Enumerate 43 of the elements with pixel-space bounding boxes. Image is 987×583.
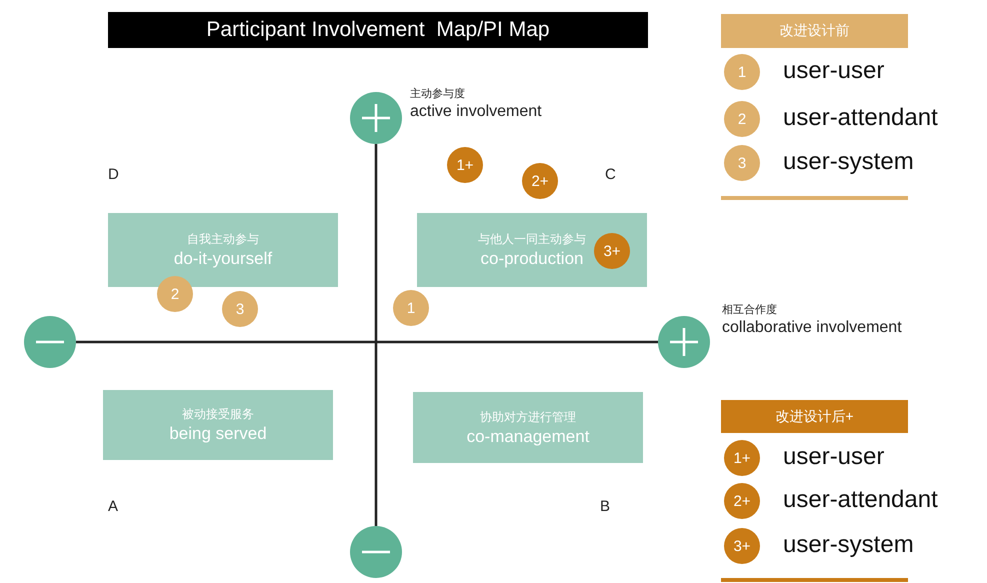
legend-header: 改进设计后+ — [721, 400, 908, 433]
box-title: being served — [169, 423, 267, 445]
legend-header: 改进设计前 — [721, 14, 908, 48]
number-badge: 2+ — [724, 483, 760, 519]
box-subtitle: 协助对方进行管理 — [480, 408, 576, 426]
box-subtitle: 被动接受服务 — [182, 406, 254, 423]
title-bar: Participant Involvement Map/PI Map — [108, 12, 648, 48]
axis-subtitle: 相互合作度 — [722, 302, 777, 317]
quadrant-box — [413, 392, 643, 463]
number-badge: 1 — [724, 54, 760, 90]
badge-caption: user-attendant — [783, 486, 938, 514]
quadrant-letter: A — [108, 498, 118, 515]
badge-caption: user-attendant — [783, 104, 938, 132]
number-badge: 3 — [724, 145, 760, 181]
box-title: do-it-yourself — [174, 248, 272, 270]
quadrant-letter: C — [605, 166, 616, 183]
box-subtitle: 与他人一同主动参与 — [478, 231, 586, 248]
box-subtitle: 自我主动参与 — [187, 231, 259, 248]
axis-line — [76, 340, 658, 344]
box-title: co-management — [466, 426, 590, 448]
quadrant-box — [108, 213, 338, 287]
badge-caption: user-user — [783, 443, 884, 471]
number-badge: 1+ — [724, 440, 760, 476]
number-badge: 1 — [393, 290, 429, 326]
axis-line — [374, 144, 378, 526]
quadrant-letter: B — [600, 498, 610, 515]
axis-title: collaborative involvement — [722, 319, 902, 337]
axis-title: active involvement — [410, 103, 542, 121]
axis-subtitle: 主动参与度 — [410, 86, 465, 101]
number-badge: 3+ — [594, 233, 630, 269]
badge-caption: user-system — [783, 531, 914, 559]
number-badge: 3+ — [724, 528, 760, 564]
number-badge: 1+ — [447, 147, 483, 183]
number-badge: 2 — [724, 101, 760, 137]
quadrant-letter: D — [108, 166, 119, 183]
number-badge: 2 — [157, 276, 193, 312]
number-badge: 3 — [222, 291, 258, 327]
quadrant-box — [417, 213, 647, 287]
badge-caption: user-system — [783, 148, 914, 176]
number-badge: 2+ — [522, 163, 558, 199]
badge-caption: user-user — [783, 57, 884, 85]
quadrant-box — [103, 390, 333, 460]
box-title: co-production — [480, 248, 584, 270]
